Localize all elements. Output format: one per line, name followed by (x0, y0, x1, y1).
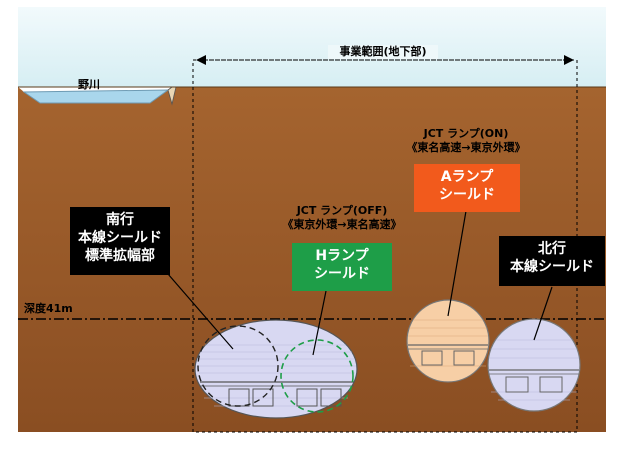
scope-label: 事業範囲(地下部) (328, 45, 438, 59)
depth-label: 深度41m (24, 302, 73, 315)
river-label: 野川 (78, 78, 100, 91)
ramp-on-title: JCT ランプ(ON) (423, 127, 509, 140)
south-leader (167, 273, 234, 350)
north-leader (533, 286, 553, 341)
h-ramp-shield-box: Hランプ シールド (292, 243, 392, 291)
h-ramp-leader (312, 290, 327, 356)
a-ramp-box-line2: シールド (439, 187, 495, 203)
ramp-off-route: 《東京外環→東名高速》 (282, 218, 402, 231)
a-ramp-leader (447, 210, 467, 317)
south-shield-box: 南行 本線シールド 標準拡幅部 (70, 207, 170, 275)
south-box-line2: 本線シールド (78, 230, 162, 246)
north-shield-box: 北行 本線シールド (499, 236, 605, 286)
south-tunnel (194, 319, 358, 419)
north-box-line1: 北行 (538, 241, 566, 257)
south-box-line3: 標準拡幅部 (85, 248, 155, 264)
a-ramp-box-line1: Aランプ (440, 169, 494, 185)
ramp-on-route: 《東名高速→東京外環》 (406, 141, 526, 154)
north-tunnel (487, 318, 581, 412)
h-ramp-box-line1: Hランプ (315, 248, 369, 264)
h-ramp-box-line2: シールド (314, 266, 370, 282)
sky (18, 7, 606, 87)
ramp-off-title: JCT ランプ(OFF) (296, 204, 388, 217)
a-ramp-tunnel (406, 299, 490, 383)
river-water (22, 89, 170, 104)
south-box-line1: 南行 (106, 212, 134, 228)
a-ramp-shield-box: Aランプ シールド (414, 164, 520, 212)
north-box-line2: 本線シールド (510, 259, 594, 275)
